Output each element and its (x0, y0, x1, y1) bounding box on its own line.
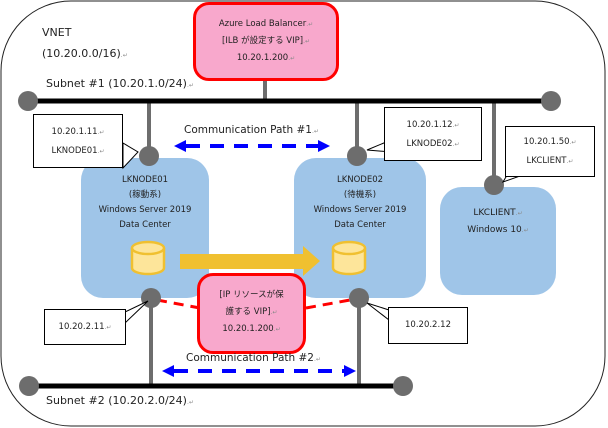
callout-tail-node1-s2 (124, 300, 149, 325)
callout-hostname: LKNODE01.↵ (51, 146, 105, 156)
replication-arrow-head (303, 246, 320, 276)
vip-link-left (156, 298, 201, 310)
lknode02-role: (待機系) (343, 190, 377, 200)
callout-hostname: LKCLIENT.↵ (526, 156, 574, 166)
subnet1-right-end (541, 91, 561, 111)
vip-line1: [IP リソースが保 (219, 290, 284, 300)
node1-subnet1-port (139, 146, 159, 166)
callout-ip: 10.20.1.50.↵ (523, 137, 577, 147)
database-cylinder-icon (130, 240, 166, 276)
lb-line3: 10.20.1.200.↵ (236, 53, 296, 63)
lknode02-os: Windows Server 2019 (313, 205, 407, 215)
node2-subnet2-port (349, 288, 369, 308)
lkclient-os: Windows 10.↵ (467, 225, 529, 235)
replication-arrow-body (180, 254, 305, 269)
lb-line2: [ILB が設定する VIP].↵ (222, 36, 310, 46)
callout-lkclient-subnet1: 10.20.1.50.↵ LKCLIENT.↵ (505, 126, 595, 177)
lknode01-os: Windows Server 2019 (98, 205, 192, 215)
vip-line2: 護する VIP].↵ (225, 307, 278, 317)
subnet2-left-end (19, 376, 39, 396)
azure-load-balancer-box: Azure Load Balancer.↵ [ILB が設定する VIP].↵ … (193, 2, 339, 81)
server-lknode02 (294, 158, 426, 298)
lknode01-labels: LKNODE01 (稼動系) Windows Server 2019 Data … (81, 173, 209, 233)
client-subnet1-port (484, 175, 504, 195)
comm-path-2-arrow (162, 365, 356, 377)
subnet1-left-end (18, 91, 38, 111)
lknode02-labels: LKNODE02 (待機系) Windows Server 2019 Data … (294, 173, 426, 233)
lknode01-name: LKNODE01 (121, 175, 169, 185)
vip-link-right (305, 298, 351, 310)
lknode01-edition: Data Center (119, 220, 171, 230)
vip-line3: 10.20.1.200.↵ (222, 324, 281, 334)
vnet-title: VNET (42, 26, 72, 39)
subnet2-label: Subnet #2 (10.20.2.0/24).↵ (46, 394, 194, 407)
callout-lknode01-subnet1: 10.20.1.11.↵ LKNODE01.↵ (33, 114, 123, 168)
node2-subnet1-port (347, 146, 367, 166)
vnet-cidr: (10.20.0.0/16).↵ (42, 47, 128, 60)
callout-ip: 10.20.1.12.↵ (406, 120, 460, 130)
lknode01-role: (稼動系) (128, 190, 162, 200)
callout-tail-node2-s2 (366, 302, 390, 322)
comm-path-1-arrow (174, 140, 330, 152)
comm-path-2-label: Communication Path #2.↵ (186, 352, 321, 364)
lb-line1: Azure Load Balancer.↵ (218, 19, 314, 29)
lknode02-name: LKNODE02 (336, 175, 384, 185)
callout-tail-node1-s1 (122, 142, 139, 170)
callout-lknode01-subnet2: 10.20.2.11.↵ (44, 309, 126, 345)
server-lkclient (440, 187, 556, 295)
ip-resource-vip-box: [IP リソースが保 護する VIP].↵ 10.20.1.200.↵ (197, 273, 306, 354)
lkclient-labels: LKCLIENT.↵ Windows 10.↵ (440, 205, 556, 239)
callout-ip: 10.20.2.12 (405, 320, 451, 330)
subnet2-right-end (393, 376, 413, 396)
database-cylinder-icon (331, 240, 367, 276)
callout-ip: 10.20.2.11 (58, 322, 105, 332)
lkclient-name: LKCLIENT.↵ (473, 208, 523, 218)
callout-lknode02-subnet2: 10.20.2.12 (388, 307, 468, 344)
comm-path-1-label: Communication Path #1.↵ (184, 124, 319, 136)
callout-hostname: LKNODE02.↵ (406, 139, 460, 149)
subnet1-label: Subnet #1 (10.20.1.0/24).↵ (46, 77, 194, 90)
callout-lknode02-subnet1: 10.20.1.12.↵ LKNODE02.↵ (384, 107, 482, 161)
lknode02-edition: Data Center (334, 220, 386, 230)
callout-ip: 10.20.1.11.↵ (51, 127, 105, 137)
